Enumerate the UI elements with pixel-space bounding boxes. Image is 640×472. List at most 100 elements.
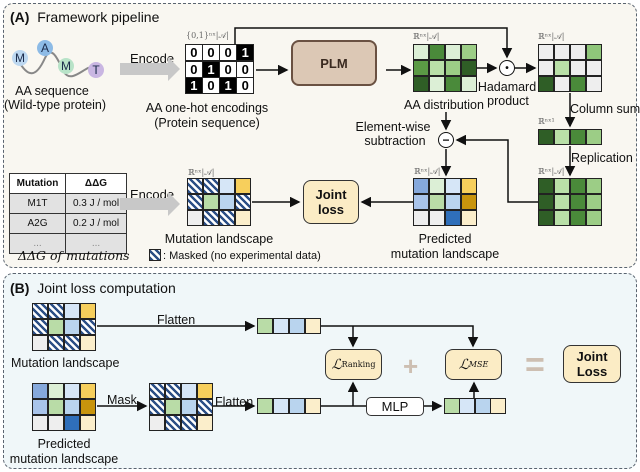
predicted-sublabel-b: mutation landscape (9, 452, 119, 466)
onehot-cell: 1 (186, 78, 202, 93)
mutation-table-caption: ΔΔG of mutations (18, 248, 130, 263)
landscape-cell (48, 319, 64, 335)
masked-cell (165, 415, 181, 430)
landscape-cell (181, 399, 197, 415)
table-cell: ... (8, 233, 67, 254)
landscape-cell (181, 384, 197, 399)
predicted-cell (48, 399, 64, 415)
hadamard-cell (539, 45, 554, 60)
landscape-cell (165, 399, 181, 415)
landscape-cell (197, 415, 212, 430)
mlp-label: MLP (381, 399, 409, 414)
flattened-vector-true (257, 318, 321, 334)
replicated-cell (570, 194, 586, 210)
masked-cell (150, 384, 165, 399)
vector-cell (305, 319, 320, 333)
masked-cell (219, 210, 235, 225)
predicted-superscript: ℝⁿˣ|𝒜| (414, 167, 441, 176)
landscape-cell (64, 304, 80, 319)
masked-cell (203, 179, 219, 194)
hadamard-cell (570, 45, 586, 60)
predicted-cell (33, 415, 48, 430)
replicated-grid (538, 178, 602, 226)
replicated-cell (554, 179, 570, 194)
predicted-cell (80, 415, 95, 430)
hadamard-cell (539, 60, 554, 76)
distribution-cell (461, 60, 476, 76)
landscape-cell (188, 210, 203, 225)
hadamard-cell (586, 45, 601, 60)
vector-cell (273, 319, 289, 333)
predicted-cell (64, 384, 80, 399)
hadamard-cell (570, 60, 586, 76)
column-sum-cell (586, 130, 601, 144)
ranking-loss-subscript: Ranking (341, 360, 376, 369)
table-cell: 0.3 J / mol (65, 193, 127, 214)
mlp-output-vector (444, 398, 506, 414)
predicted-landscape-grid-b (32, 383, 96, 431)
joint-loss-box-a: Joint loss (303, 180, 359, 224)
predicted-cell (461, 194, 476, 210)
landscape-cell (197, 384, 212, 399)
hadamard-sublabel: product (487, 94, 529, 108)
panel-a-title: (A) Framework pipeline (10, 9, 160, 25)
landscape-cell (150, 415, 165, 430)
masked-cell (48, 304, 64, 319)
hadamard-result-grid (538, 44, 602, 92)
predicted-cell (445, 194, 461, 210)
distribution-cell (461, 76, 476, 91)
onehot-cell: 1 (237, 45, 253, 60)
masked-cell (203, 210, 219, 225)
landscape-cell (219, 194, 235, 210)
hadamard-cell (586, 76, 601, 91)
replicated-superscript: ℝⁿˣ|𝒜| (538, 167, 565, 176)
vector-cell (289, 319, 305, 333)
predicted-label: Predicted (418, 232, 472, 246)
table-cell: M1T (8, 193, 67, 214)
mlp-box: MLP (366, 397, 424, 416)
predicted-cell (48, 384, 64, 399)
onehot-cell: 0 (220, 45, 236, 60)
panel-b-title: (B) Joint loss computation (10, 280, 176, 296)
table-header-mutation: Mutation (8, 173, 67, 194)
hadamard-cell (554, 45, 570, 60)
replicated-cell (554, 194, 570, 210)
onehot-cell: 0 (186, 45, 202, 60)
landscape-cell (219, 179, 235, 194)
distribution-cell (445, 60, 461, 76)
column-sum-label: Column sum (570, 102, 640, 116)
residue-a-icon: A (37, 40, 53, 56)
predicted-cell (461, 210, 476, 225)
predicted-cell (445, 179, 461, 194)
masked-cell (33, 304, 48, 319)
masked-cell (188, 194, 203, 210)
residue-t-icon: T (88, 62, 104, 78)
vector-cell (289, 399, 305, 413)
predicted-cell (48, 415, 64, 430)
encode-label-top: Encode (130, 51, 175, 66)
onehot-cell: 0 (203, 45, 219, 60)
mutation-landscape-grid-b (32, 303, 96, 351)
table-cell: ... (65, 233, 127, 254)
residue-m-icon: M (58, 58, 74, 74)
replicated-cell (570, 179, 586, 194)
joint-loss-label-a: Joint loss (315, 187, 347, 217)
residue-m-icon: M (12, 50, 28, 66)
distribution-cell (414, 45, 429, 60)
onehot-cell: 0 (220, 61, 236, 77)
replication-label: Replication (571, 151, 633, 165)
masked-prediction-grid (149, 383, 213, 431)
masked-cell (33, 319, 48, 335)
distribution-cell (461, 45, 476, 60)
landscape-cell (80, 304, 95, 319)
table-cell: 0.2 J / mol (65, 213, 127, 234)
vector-cell (460, 399, 475, 413)
predicted-cell (33, 384, 48, 399)
landscape-cell (235, 179, 250, 194)
replicated-cell (554, 210, 570, 225)
masked-cell (235, 194, 250, 210)
predicted-cell (33, 399, 48, 415)
column-sum-cell (539, 130, 554, 144)
mutation-landscape-grid-a (187, 178, 251, 226)
